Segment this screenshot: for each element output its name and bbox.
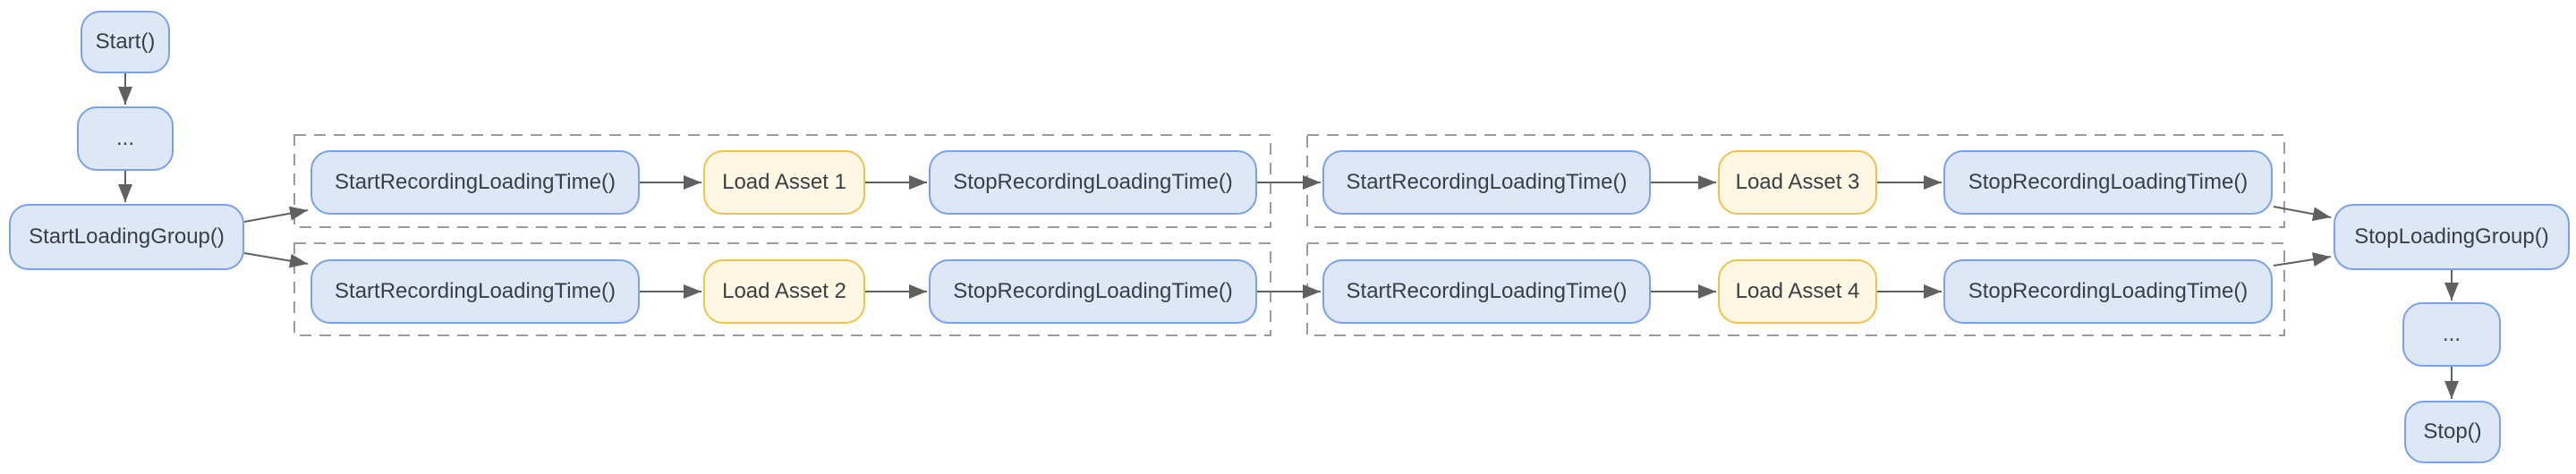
node-stop-recording-g2-r2-label: StopRecordingLoadingTime() — [1968, 279, 2249, 303]
node-start-recording-g1-r2: StartRecordingLoadingTime() — [310, 259, 640, 324]
node-stop-recording-g1-r1-label: StopRecordingLoadingTime() — [953, 170, 1233, 194]
node-stop-recording-g2-r1-label: StopRecordingLoadingTime() — [1968, 170, 2249, 194]
edge-stoprec3-to-stop-loading-group — [2273, 206, 2332, 222]
node-start-recording-g2-r2-label: StartRecordingLoadingTime() — [1346, 279, 1628, 303]
node-load-asset-2: Load Asset 2 — [703, 259, 865, 324]
node-start-recording-g2-r1: StartRecordingLoadingTime() — [1322, 150, 1651, 215]
node-start-loading-group: StartLoadingGroup() — [9, 204, 244, 270]
node-ellipsis-top-label: ... — [115, 126, 134, 150]
node-load-asset-4: Load Asset 4 — [1718, 259, 1877, 324]
node-start-label: Start() — [95, 30, 156, 54]
node-stop-label: Stop() — [2423, 419, 2482, 444]
node-stop-recording-g1-r2-label: StopRecordingLoadingTime() — [953, 279, 1233, 303]
node-start-recording-g1-r2-label: StartRecordingLoadingTime() — [335, 279, 616, 303]
node-start-recording-g1-r1-label: StartRecordingLoadingTime() — [335, 170, 616, 194]
node-load-asset-3: Load Asset 3 — [1718, 150, 1877, 215]
node-load-asset-2-label: Load Asset 2 — [722, 279, 846, 303]
loading-group-1-row-1-box — [293, 134, 1271, 228]
loading-group-1-row-2-box — [293, 242, 1271, 336]
node-load-asset-3-label: Load Asset 3 — [1735, 170, 1860, 194]
node-stop-loading-group: StopLoadingGroup() — [2334, 204, 2570, 270]
node-stop-recording-g1-r1: StopRecordingLoadingTime() — [929, 150, 1257, 215]
node-load-asset-4-label: Load Asset 4 — [1735, 279, 1860, 303]
node-stop-recording-g2-r1: StopRecordingLoadingTime() — [1943, 150, 2273, 215]
node-load-asset-1-label: Load Asset 1 — [722, 170, 846, 194]
node-stop-loading-group-label: StopLoadingGroup() — [2354, 224, 2549, 249]
node-stop-recording-g1-r2: StopRecordingLoadingTime() — [929, 259, 1257, 324]
node-start-recording-g2-r2: StartRecordingLoadingTime() — [1322, 259, 1651, 324]
node-ellipsis-bottom-label: ... — [2442, 322, 2461, 346]
node-start: Start() — [81, 11, 170, 73]
node-start-recording-g2-r1-label: StartRecordingLoadingTime() — [1346, 170, 1628, 194]
node-start-loading-group-label: StartLoadingGroup() — [29, 224, 225, 249]
node-ellipsis-bottom: ... — [2402, 302, 2501, 367]
edge-start-loading-group-to-row1 — [243, 206, 309, 223]
node-start-recording-g1-r1: StartRecordingLoadingTime() — [310, 150, 640, 215]
edge-stoprec4-to-stop-loading-group — [2273, 252, 2332, 267]
node-stop-recording-g2-r2: StopRecordingLoadingTime() — [1943, 259, 2273, 324]
node-ellipsis-top: ... — [77, 106, 174, 171]
edge-start-loading-group-to-row2 — [243, 252, 309, 268]
node-load-asset-1: Load Asset 1 — [703, 150, 865, 215]
node-stop: Stop() — [2404, 401, 2501, 463]
